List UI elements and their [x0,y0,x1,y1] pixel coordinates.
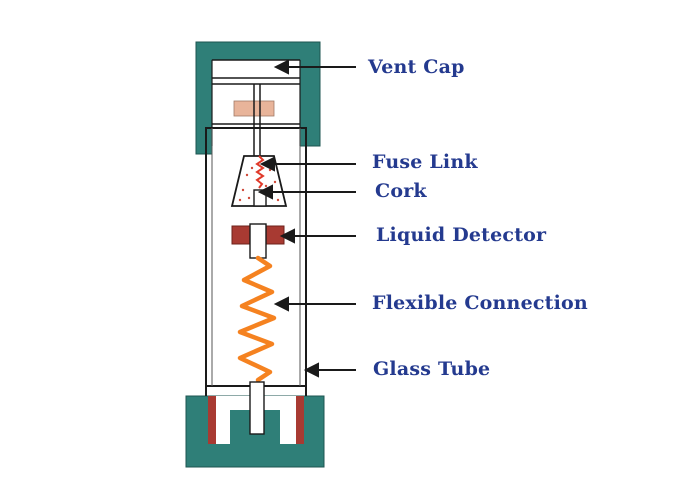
liquid-detector [231,223,285,259]
fuse-link [255,155,265,189]
liquid-detector-label: Liquid Detector [376,224,547,246]
cork-label: Cork [375,180,427,202]
glass-tube-label: Glass Tube [373,358,491,380]
leader-arrows [257,59,356,378]
flexible-connection [237,255,277,383]
vent-cap [195,41,321,155]
vent-cap-label: Vent Cap [368,56,465,78]
fuse-link-label: Fuse Link [372,151,478,173]
bottom-base [185,381,325,468]
center-stem [253,84,261,160]
flexible-connection-label: Flexible Connection [372,292,588,314]
